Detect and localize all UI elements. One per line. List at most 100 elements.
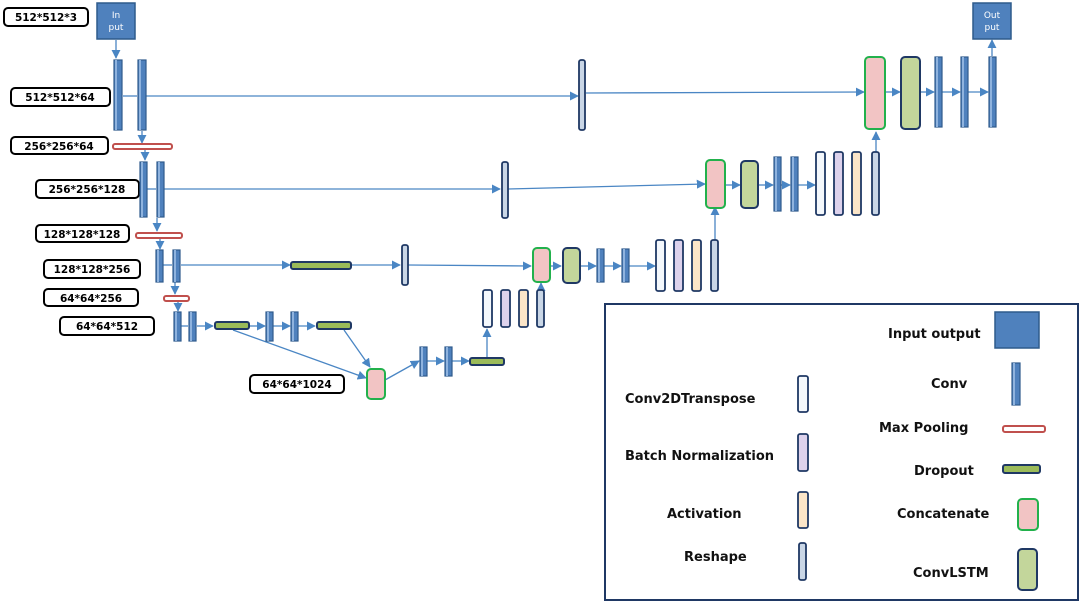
dim-label-text: 256*256*128 [49, 184, 126, 196]
reshape-layer [401, 244, 409, 286]
dropout-layer [316, 321, 352, 330]
dropout-layer [469, 357, 505, 366]
edge-dropout-to-concat [232, 329, 367, 380]
dim-label-256x256x128: 256*256*128 [35, 179, 140, 199]
dim-label-text: 128*128*128 [44, 229, 121, 241]
output-label-line1: Out [984, 11, 1001, 21]
concatenate-layer [705, 159, 726, 209]
conv-layer [960, 56, 969, 128]
batch-normalization-layer [500, 289, 511, 328]
edges [111, 39, 997, 381]
reshape-layer [871, 151, 880, 216]
reshape-layer [710, 239, 719, 292]
reshape-layer [501, 161, 509, 219]
activation-layer [691, 239, 702, 292]
dim-label-64x64x512: 64*64*512 [59, 316, 155, 336]
legend-swatch-dropout [1002, 464, 1041, 474]
legend-label-dropout: Dropout [914, 464, 974, 479]
max-pooling-layer [135, 232, 183, 239]
decoder [366, 56, 997, 400]
legend-swatch-conv [1011, 362, 1021, 406]
conv-layer [172, 249, 181, 283]
legend-box [604, 303, 1079, 601]
dimension-labels: 512*512*3 512*512*64 256*256*64 256*256*… [3, 7, 345, 394]
dim-label-256x256x64: 256*256*64 [10, 136, 109, 155]
input-block: In put [96, 2, 136, 40]
legend-swatch-convlstm [1017, 548, 1038, 591]
skip-connections [290, 59, 586, 286]
dim-label-128x128x128: 128*128*128 [35, 224, 130, 243]
dim-label-512x512x64: 512*512*64 [10, 87, 111, 107]
legend-swatch-input-output [994, 311, 1040, 349]
edge-dropout-to-concat [343, 329, 371, 368]
conv-layer [621, 248, 630, 283]
legend-label-batch-normalization: Batch Normalization [625, 449, 774, 464]
conv-layer [173, 311, 182, 342]
legend-swatch-conv2dtranspose [797, 375, 809, 413]
dim-label-text: 512*512*64 [25, 92, 94, 104]
dim-label-text: 256*256*64 [24, 141, 93, 153]
edge [384, 360, 420, 381]
conv-layer [155, 249, 164, 283]
dim-label-text: 64*64*512 [76, 321, 138, 333]
encoder [112, 59, 352, 342]
conv-layer [988, 56, 997, 128]
conv-layer [790, 156, 799, 212]
output-label-line2: put [985, 23, 1000, 33]
edge-skip-2-to-concat [507, 179, 706, 190]
output-block: Out put [972, 2, 1012, 40]
conv-layer [773, 156, 782, 212]
dim-label-text: 128*128*256 [54, 264, 131, 276]
conv-layer [596, 248, 605, 283]
dropout-layer [290, 261, 352, 270]
legend-label-conv2dtranspose: Conv2DTranspose [625, 392, 756, 407]
legend-label-max-pooling: Max Pooling [879, 421, 968, 436]
convlstm-layer [740, 160, 759, 209]
conv-layer [419, 346, 428, 377]
reshape-layer [578, 59, 586, 131]
conv-layer [113, 59, 123, 131]
dim-label-512x512x3: 512*512*3 [3, 7, 89, 27]
edge-skip-1-to-concat [585, 87, 865, 97]
legend-swatch-batch-normalization [797, 433, 809, 472]
legend-swatch-max-pooling [1002, 425, 1046, 433]
conv-layer [290, 311, 299, 342]
edge-skip-3-to-concat [407, 261, 532, 271]
batch-normalization-layer [833, 151, 844, 216]
activation-layer [518, 289, 529, 328]
legend-swatch-reshape [798, 542, 807, 581]
dim-label-text: 64*64*256 [60, 293, 122, 305]
legend-label-conv: Conv [931, 377, 968, 392]
dim-label-text: 512*512*3 [15, 12, 77, 24]
batch-normalization-layer [673, 239, 684, 292]
activation-layer [851, 151, 862, 216]
conv2dtranspose-layer [482, 289, 493, 328]
dim-label-text: 64*64*1024 [262, 379, 331, 391]
legend-label-reshape: Reshape [684, 550, 747, 565]
legend: Input output Conv Conv2DTranspose Max Po… [604, 303, 1079, 601]
legend-swatch-activation [797, 491, 809, 529]
legend-label-input-output: Input output [888, 327, 981, 342]
legend-label-activation: Activation [667, 507, 742, 522]
conv-layer [265, 311, 274, 342]
dim-label-64x64x1024: 64*64*1024 [249, 374, 345, 394]
conv2dtranspose-layer [655, 239, 666, 292]
max-pooling-layer [163, 295, 190, 302]
conv-layer [156, 161, 165, 218]
conv-layer [934, 56, 943, 128]
conv-layer [188, 311, 197, 342]
concatenate-layer [864, 56, 886, 130]
concatenate-layer [532, 247, 551, 283]
concatenate-layer [366, 368, 386, 400]
dim-label-64x64x256: 64*64*256 [43, 288, 139, 307]
legend-swatch-concatenate [1017, 498, 1039, 531]
max-pooling-layer [112, 143, 173, 150]
legend-label-concatenate: Concatenate [897, 507, 989, 522]
input-label-line1: In [112, 11, 120, 21]
conv-layer [444, 346, 453, 377]
conv2dtranspose-layer [815, 151, 826, 216]
convlstm-layer [562, 247, 581, 284]
reshape-layer [536, 289, 545, 328]
input-label-line2: put [109, 23, 124, 33]
dim-label-128x128x256: 128*128*256 [43, 259, 141, 279]
